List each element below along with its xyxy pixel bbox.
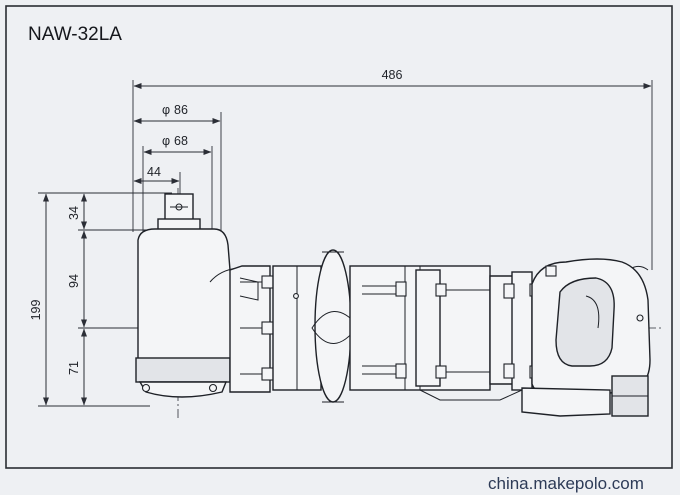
neck-bolt-bottom (261, 367, 275, 381)
trigger-lever (585, 295, 600, 329)
drawing-border (5, 5, 673, 469)
dimension-dia-outer: φ 86 (133, 103, 222, 245)
neck-bolt-top (261, 275, 275, 289)
bottom-screw-left (141, 383, 151, 393)
anvil-height-label: 34 (67, 206, 81, 220)
dia-inner-label: 68 (174, 134, 188, 148)
rear-clamp (511, 271, 533, 391)
diameter-symbol-outer: φ (162, 103, 170, 117)
lower-body-height-label: 71 (67, 361, 81, 375)
dimension-total-height: 199 (29, 192, 172, 407)
dimension-overall-length: 486 (132, 68, 653, 270)
handle-grip-window (555, 277, 615, 367)
model-title: NAW-32LA (28, 24, 122, 45)
case-lower-band (135, 357, 231, 383)
diameter-symbol-inner: φ (162, 134, 170, 148)
reverse-ring (314, 249, 352, 403)
impact-wrench-outline (135, 193, 651, 417)
air-inlet-block (521, 387, 611, 417)
watermark: china.makepolo.com (488, 474, 644, 493)
overall-length-label: 486 (382, 68, 403, 82)
handle-top-bolt (545, 265, 557, 277)
dia-outer-label: 86 (174, 103, 188, 117)
upper-body-height-label: 94 (67, 274, 81, 288)
hang-hook (631, 265, 649, 271)
bottom-screw-right (208, 383, 218, 393)
total-height-label: 199 (29, 300, 43, 321)
dimension-dia-inner: φ 68 (142, 134, 213, 232)
dimension-square-drive: 44 (133, 165, 181, 195)
handle-pivot-screw (636, 314, 644, 322)
hammer-case (137, 228, 233, 367)
square-drive-label: 44 (147, 165, 161, 179)
case-bottom (138, 381, 228, 398)
neck-bolt-mid (261, 321, 275, 335)
